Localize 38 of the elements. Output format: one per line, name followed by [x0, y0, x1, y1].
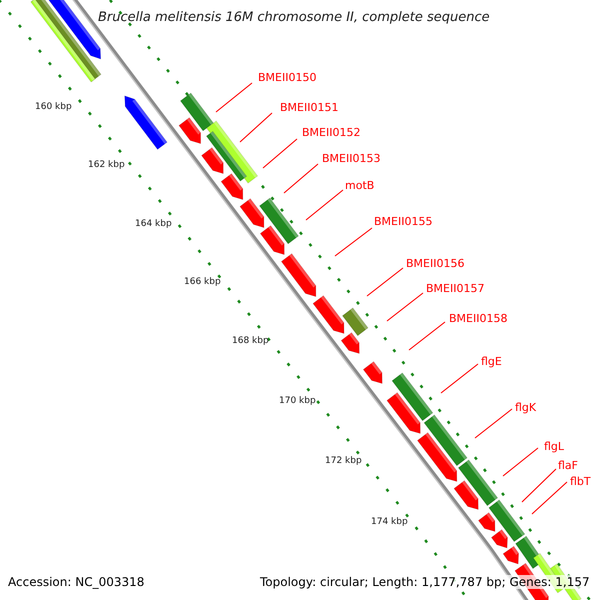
accession-text: Accession: NC_003318 — [8, 575, 144, 589]
leader-line — [366, 268, 404, 296]
gene-label: BMEII0153 — [322, 153, 380, 165]
leader-line — [522, 468, 556, 502]
leader-line — [440, 364, 478, 394]
scale-label: 168 kbp — [232, 336, 269, 346]
scale-label: 170 kbp — [279, 396, 316, 406]
leader-line — [216, 82, 252, 112]
scale-label: 172 kbp — [325, 456, 362, 466]
gene-label: BMEII0155 — [374, 216, 432, 228]
leader-line — [334, 228, 372, 256]
gene-label: BMEII0157 — [426, 283, 484, 295]
scale-label: 160 kbp — [35, 102, 72, 112]
gene-label: flgE — [481, 356, 502, 368]
leader-line — [306, 190, 344, 220]
leader-line — [240, 112, 272, 142]
gene-label: flgL — [544, 441, 564, 453]
leader-line — [474, 408, 512, 438]
gene-label: flbT — [570, 476, 591, 488]
scale-label: 164 kbp — [135, 219, 172, 229]
scale-label: 174 kbp — [371, 517, 408, 527]
leader-line — [284, 164, 318, 194]
gene-label: BMEII0151 — [280, 102, 338, 114]
leader-line — [262, 138, 298, 168]
gene-label: BMEII0156 — [406, 258, 464, 270]
leader-line — [532, 482, 568, 514]
map-title: Brucella melitensis 16M chromosome II, complete sequence — [98, 10, 490, 25]
gene-label: BMEII0150 — [258, 72, 316, 84]
gene-label: BMEII0158 — [449, 313, 508, 325]
scale-label: 162 kbp — [88, 160, 125, 170]
leader-line — [408, 322, 446, 350]
gene-label: BMEII0152 — [302, 127, 360, 139]
gene-label: flaF — [558, 460, 578, 472]
scale-label: 166 kbp — [184, 277, 221, 287]
gene-label: motB — [345, 180, 374, 192]
leader-line — [502, 448, 538, 476]
gene-label: flgK — [515, 402, 536, 414]
leader-line — [386, 292, 424, 322]
